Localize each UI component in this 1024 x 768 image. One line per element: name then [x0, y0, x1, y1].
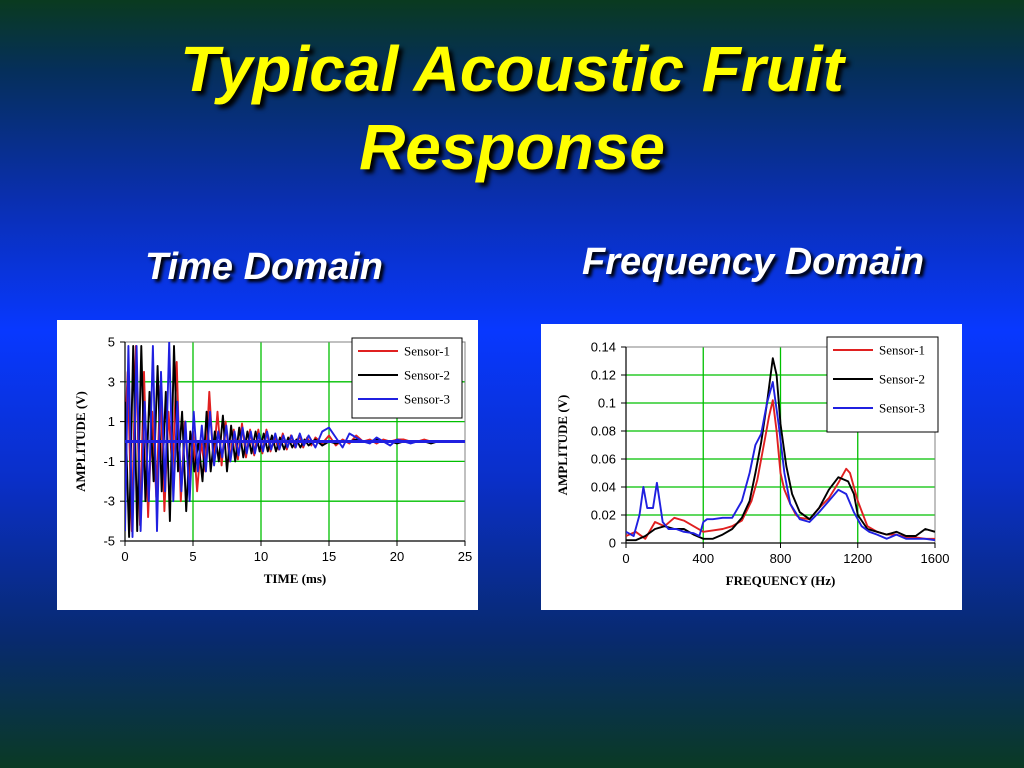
y-axis-title: AMPLITUDE (V): [555, 395, 570, 496]
y-tick-label: 0.14: [591, 340, 616, 355]
legend-label-sensor-2: Sensor-2: [879, 372, 925, 387]
time-domain-heading: Time Domain: [145, 246, 383, 288]
legend-label-sensor-1: Sensor-1: [404, 344, 450, 359]
frequency-domain-chart: 0 400 800 1200 1600 0.14 0.12 0.1 0.08 0.06 0.04 0.…: [555, 336, 950, 588]
frequency-domain-heading: Frequency Domain: [582, 241, 925, 283]
series-group: [125, 342, 465, 538]
y-tick-label: 0.08: [591, 424, 616, 439]
y-tick-label: 0: [609, 536, 616, 551]
y-tick-label: -5: [103, 534, 115, 549]
y-tick-label: 0.04: [591, 480, 616, 495]
legend-label-sensor-3: Sensor-3: [404, 392, 450, 407]
y-axis-title: AMPLITUDE (V): [73, 391, 88, 492]
frequency-domain-chart-panel: 0 400 800 1200 1600 0.14 0.12 0.1 0.08 0.06 0.04 0.…: [541, 324, 962, 610]
y-tick-label: 5: [108, 335, 115, 350]
y-tick-label: 0.1: [598, 396, 616, 411]
x-tick-label: 20: [390, 549, 404, 564]
x-tick-label: 5: [189, 549, 196, 564]
series-line-sensor-1: [626, 399, 935, 540]
y-tick-label: -3: [103, 494, 115, 509]
slide-title-line1: Typical Acoustic Fruit: [180, 33, 844, 105]
y-tick-label: -1: [103, 454, 115, 469]
legend-label-sensor-1: Sensor-1: [879, 343, 925, 358]
y-tick-label: 0.06: [591, 452, 616, 467]
series-line-sensor-3: [125, 342, 465, 538]
x-axis-title: TIME (ms): [264, 571, 326, 586]
x-tick-label: 25: [458, 549, 472, 564]
x-tick-label: 400: [692, 551, 714, 566]
series-line-sensor-2: [626, 357, 935, 542]
x-tick-label: 0: [622, 551, 629, 566]
x-axis-title: FREQUENCY (Hz): [726, 573, 836, 588]
legend-label-sensor-3: Sensor-3: [879, 401, 925, 416]
series-line-sensor-3: [626, 381, 935, 542]
legend-label-sensor-2: Sensor-2: [404, 368, 450, 383]
y-tick-label: 0.02: [591, 508, 616, 523]
x-tick-label: 1600: [921, 551, 950, 566]
series-group: [626, 357, 935, 542]
slide-title: Typical Acoustic Fruit Response: [0, 30, 1024, 186]
y-tick-label: 0.12: [591, 368, 616, 383]
x-tick-label: 15: [322, 549, 336, 564]
slide-title-line2: Response: [359, 111, 665, 183]
x-tick-label: 0: [121, 549, 128, 564]
x-tick-label: 1200: [843, 551, 872, 566]
y-tick-label: 1: [108, 414, 115, 429]
x-tick-label: 10: [254, 549, 268, 564]
x-tick-label: 800: [770, 551, 792, 566]
y-tick-label: 3: [108, 374, 115, 389]
legend-box: [826, 336, 939, 433]
